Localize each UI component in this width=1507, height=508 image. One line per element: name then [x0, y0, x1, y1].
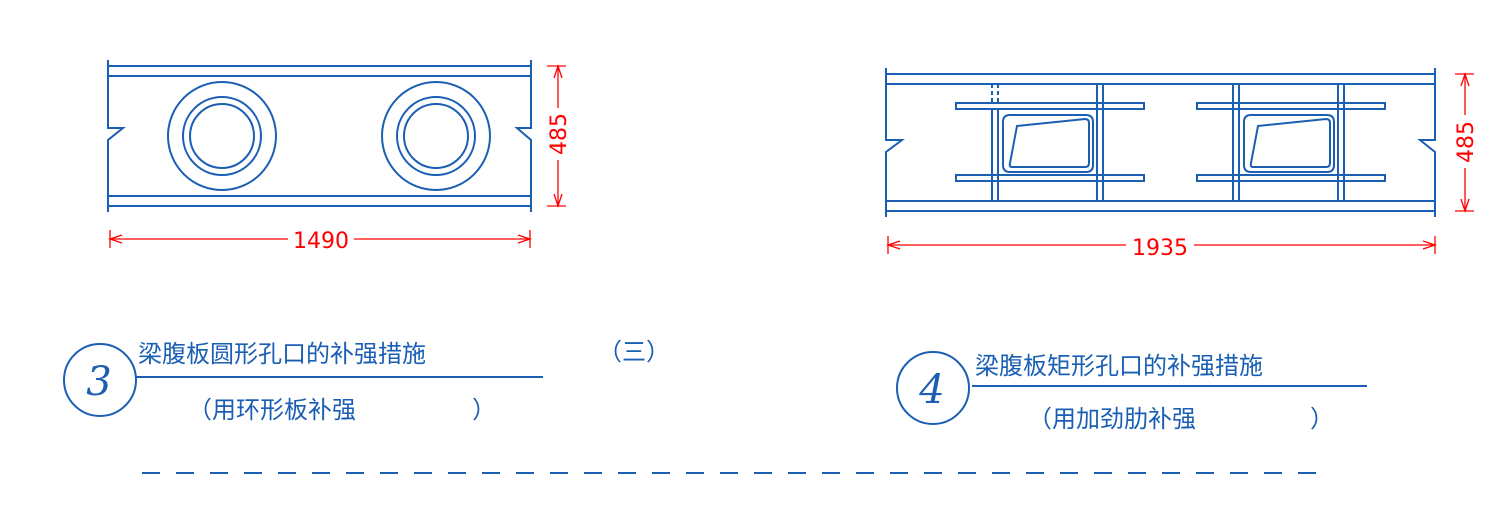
detail-4-width-arrow-left	[885, 240, 901, 250]
detail-4-height-label: 485	[1454, 121, 1479, 163]
detail-3-width-arrow-right	[517, 234, 533, 244]
detail-3-left-hole	[189, 103, 255, 169]
detail-3-title: 梁腹板圆形孔口的补强措施	[138, 340, 426, 368]
detail-3-left-ring-plate	[167, 81, 277, 191]
detail-4-right-rect-hole-outer	[1243, 114, 1335, 173]
detail-3-beam	[107, 60, 532, 212]
detail-4-beam	[885, 68, 1436, 217]
detail-3-number-circle	[63, 343, 137, 417]
detail-4-subtitle: （用加劲肋补强	[1028, 405, 1196, 433]
detail-3-width-arrow-left	[107, 234, 123, 244]
detail-3-dimensions	[107, 63, 566, 248]
detail-3-right-hole	[403, 103, 469, 169]
detail-3-height-label: 485	[547, 113, 572, 155]
section-label: （三）	[598, 338, 670, 366]
detail-4-left-top-stiffener	[955, 102, 1145, 110]
detail-3-height-arrow-bottom	[553, 193, 563, 209]
detail-3-width-label: 1490	[293, 229, 349, 254]
detail-4-right-top-stiffener	[1196, 102, 1386, 110]
detail-4-height-arrow-top	[1460, 71, 1470, 87]
detail-3-left-break-line	[107, 60, 126, 212]
detail-4-right-bottom-stiffener	[1196, 174, 1386, 182]
detail-3-left-ring-inner	[182, 96, 262, 176]
detail-3-subtitle: （用环形板补强	[188, 396, 356, 424]
detail-4-number: 4	[918, 367, 944, 413]
detail-4-width-label: 1935	[1132, 236, 1188, 261]
detail-4-title: 梁腹板矩形孔口的补强措施	[975, 352, 1263, 380]
detail-4-left-bottom-stiffener	[955, 174, 1145, 182]
detail-3-right-break-line	[514, 60, 532, 212]
detail-4-dimensions	[885, 71, 1474, 254]
detail-3-right-ring-plate	[381, 81, 491, 191]
detail-3-subtitle-close: ）	[472, 396, 496, 424]
detail-4-left-rect-hole-inner	[1008, 117, 1090, 168]
detail-4-subtitle-close: ）	[1310, 405, 1334, 433]
detail-4-right-break-line	[1417, 68, 1436, 217]
detail-3-number: 3	[86, 359, 111, 405]
detail-3-height-arrow-top	[553, 63, 563, 79]
detail-3-right-ring-inner	[396, 96, 476, 176]
detail-4-left-rect-hole-outer	[1002, 114, 1094, 173]
detail-4-right-rect-hole-inner	[1249, 117, 1331, 168]
detail-4-number-circle	[896, 351, 970, 425]
detail-4-left-break-line	[885, 68, 905, 217]
detail-4-width-arrow-right	[1422, 240, 1438, 250]
detail-4-height-arrow-bottom	[1460, 198, 1470, 214]
